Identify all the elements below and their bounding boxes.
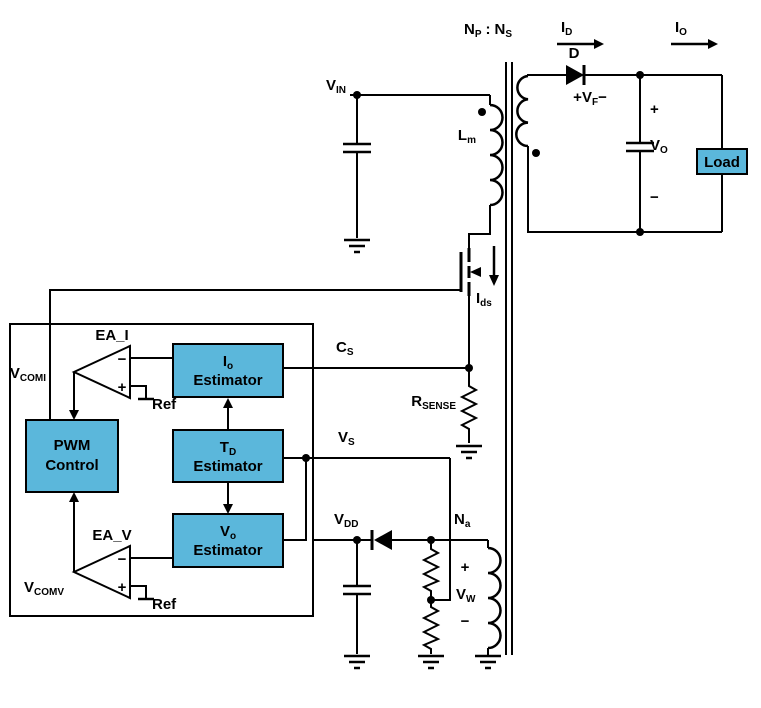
aux-winding	[487, 546, 502, 650]
output-capacitor	[626, 141, 654, 153]
divider-ground	[416, 654, 446, 670]
pwm-label-line1: PWM	[54, 437, 91, 454]
vcomv-arrowhead	[69, 492, 79, 502]
input-section: VIN	[326, 77, 490, 254]
vcomi-arrowhead	[69, 410, 79, 420]
divider-resistor-top	[421, 540, 441, 600]
drain-wire	[468, 205, 491, 248]
diode-label: D	[569, 45, 580, 62]
input-ground	[342, 238, 372, 254]
vdd-cap-ground	[342, 654, 372, 670]
junction-dot	[353, 91, 361, 99]
td-estimator-subtitle: Estimator	[193, 458, 262, 475]
transformer-core	[505, 62, 513, 655]
divider-resistor-bottom	[421, 600, 441, 654]
vdd-label: VDD	[334, 511, 358, 530]
control-block: Io Estimator TD Estimator Vo Estimator P…	[9, 323, 314, 617]
vdd-diode	[374, 530, 392, 550]
gate-drive-wire	[49, 289, 461, 420]
vw-label: VW	[456, 586, 476, 605]
na-label: Na	[454, 511, 471, 530]
primary-polarity-dot	[478, 108, 486, 116]
io-current-label: IO	[675, 19, 687, 38]
vs-wire	[283, 457, 450, 541]
ea-i-opamp	[71, 344, 131, 400]
junction-dot	[636, 228, 644, 236]
pwm-label-line2: Control	[45, 457, 98, 474]
load-box	[696, 148, 748, 175]
td-estimator-box	[172, 429, 284, 483]
vo-estimator-title: Vo	[220, 523, 236, 542]
transformer: NP:NS Lm	[458, 21, 540, 655]
ea-i-ref-wire	[130, 385, 147, 399]
input-capacitor	[343, 142, 371, 154]
output-section: ID IO D +VF− + VO − Load	[527, 19, 748, 236]
rsense-resistor	[459, 368, 479, 443]
vs-sense-wire	[431, 458, 451, 601]
vw-plus-label: +	[461, 559, 470, 576]
ref-label: Ref	[152, 596, 177, 613]
id-current-label: ID	[561, 19, 572, 38]
turns-ratio-label: NP:NS	[464, 21, 512, 40]
td-to-io-arrowhead	[223, 398, 233, 408]
secondary-top-wire	[527, 74, 566, 76]
mosfet-switch: Ids	[49, 205, 499, 420]
secondary-polarity-dot	[532, 149, 540, 157]
ids-arrowhead	[489, 275, 499, 286]
vo-minus-label: −	[650, 189, 659, 206]
vcomv-label: VCOMV	[24, 579, 64, 598]
output-bottom-wire	[527, 146, 723, 233]
ea-v-amplifier: Ref EA_V − + VCOMV	[24, 492, 177, 613]
aux-ground	[473, 654, 503, 670]
vs-label: VS	[338, 429, 355, 448]
junction-dot	[302, 454, 310, 462]
td-estimator-title: TD	[220, 439, 236, 458]
ea-v-plus-sign: +	[118, 579, 127, 596]
rsense-ground	[454, 444, 484, 460]
ea-v-ref-wire	[130, 585, 147, 599]
pwm-control-box	[25, 419, 119, 493]
ea-i-amplifier: Ref EA_I − + VCOMI	[10, 327, 177, 420]
vw-minus-label: −	[461, 613, 470, 630]
ea-i-plus-sign: +	[118, 379, 127, 396]
io-arrowhead	[708, 39, 718, 49]
vdd-capacitor	[343, 584, 371, 596]
vo-label: VO	[650, 137, 668, 156]
secondary-winding	[515, 74, 529, 148]
control-block-border	[9, 323, 314, 617]
vin-label: VIN	[326, 77, 346, 96]
output-top-wire	[584, 74, 723, 149]
vo-estimator-box	[172, 513, 284, 568]
load-label: Load	[704, 154, 740, 171]
td-to-vo-arrowhead	[223, 504, 233, 514]
ids-label: Ids	[476, 290, 492, 309]
cs-label: CS	[336, 339, 354, 358]
vo-plus-label: +	[650, 101, 659, 118]
mosfet-body-arrow	[470, 267, 481, 277]
aux-sense-section: VS VDD Na + VW −	[283, 429, 503, 670]
ref-label: Ref	[152, 396, 177, 413]
output-diode	[566, 65, 584, 85]
ea-v-opamp	[71, 544, 131, 600]
primary-winding	[489, 103, 504, 207]
vcomi-label: VCOMI	[10, 365, 46, 384]
ea-i-label: EA_I	[95, 327, 128, 344]
vf-label: +VF−	[573, 89, 607, 108]
ea-v-minus-sign: −	[118, 551, 127, 568]
lm-label: Lm	[458, 127, 476, 146]
io-estimator-box	[172, 343, 284, 398]
id-arrowhead	[594, 39, 604, 49]
ea-v-label: EA_V	[92, 527, 131, 544]
ea-i-minus-sign: −	[118, 351, 127, 368]
vo-estimator-subtitle: Estimator	[193, 542, 262, 559]
io-estimator-title: Io	[223, 353, 233, 372]
io-estimator-subtitle: Estimator	[193, 372, 262, 389]
rsense-label: RSENSE	[411, 393, 456, 412]
